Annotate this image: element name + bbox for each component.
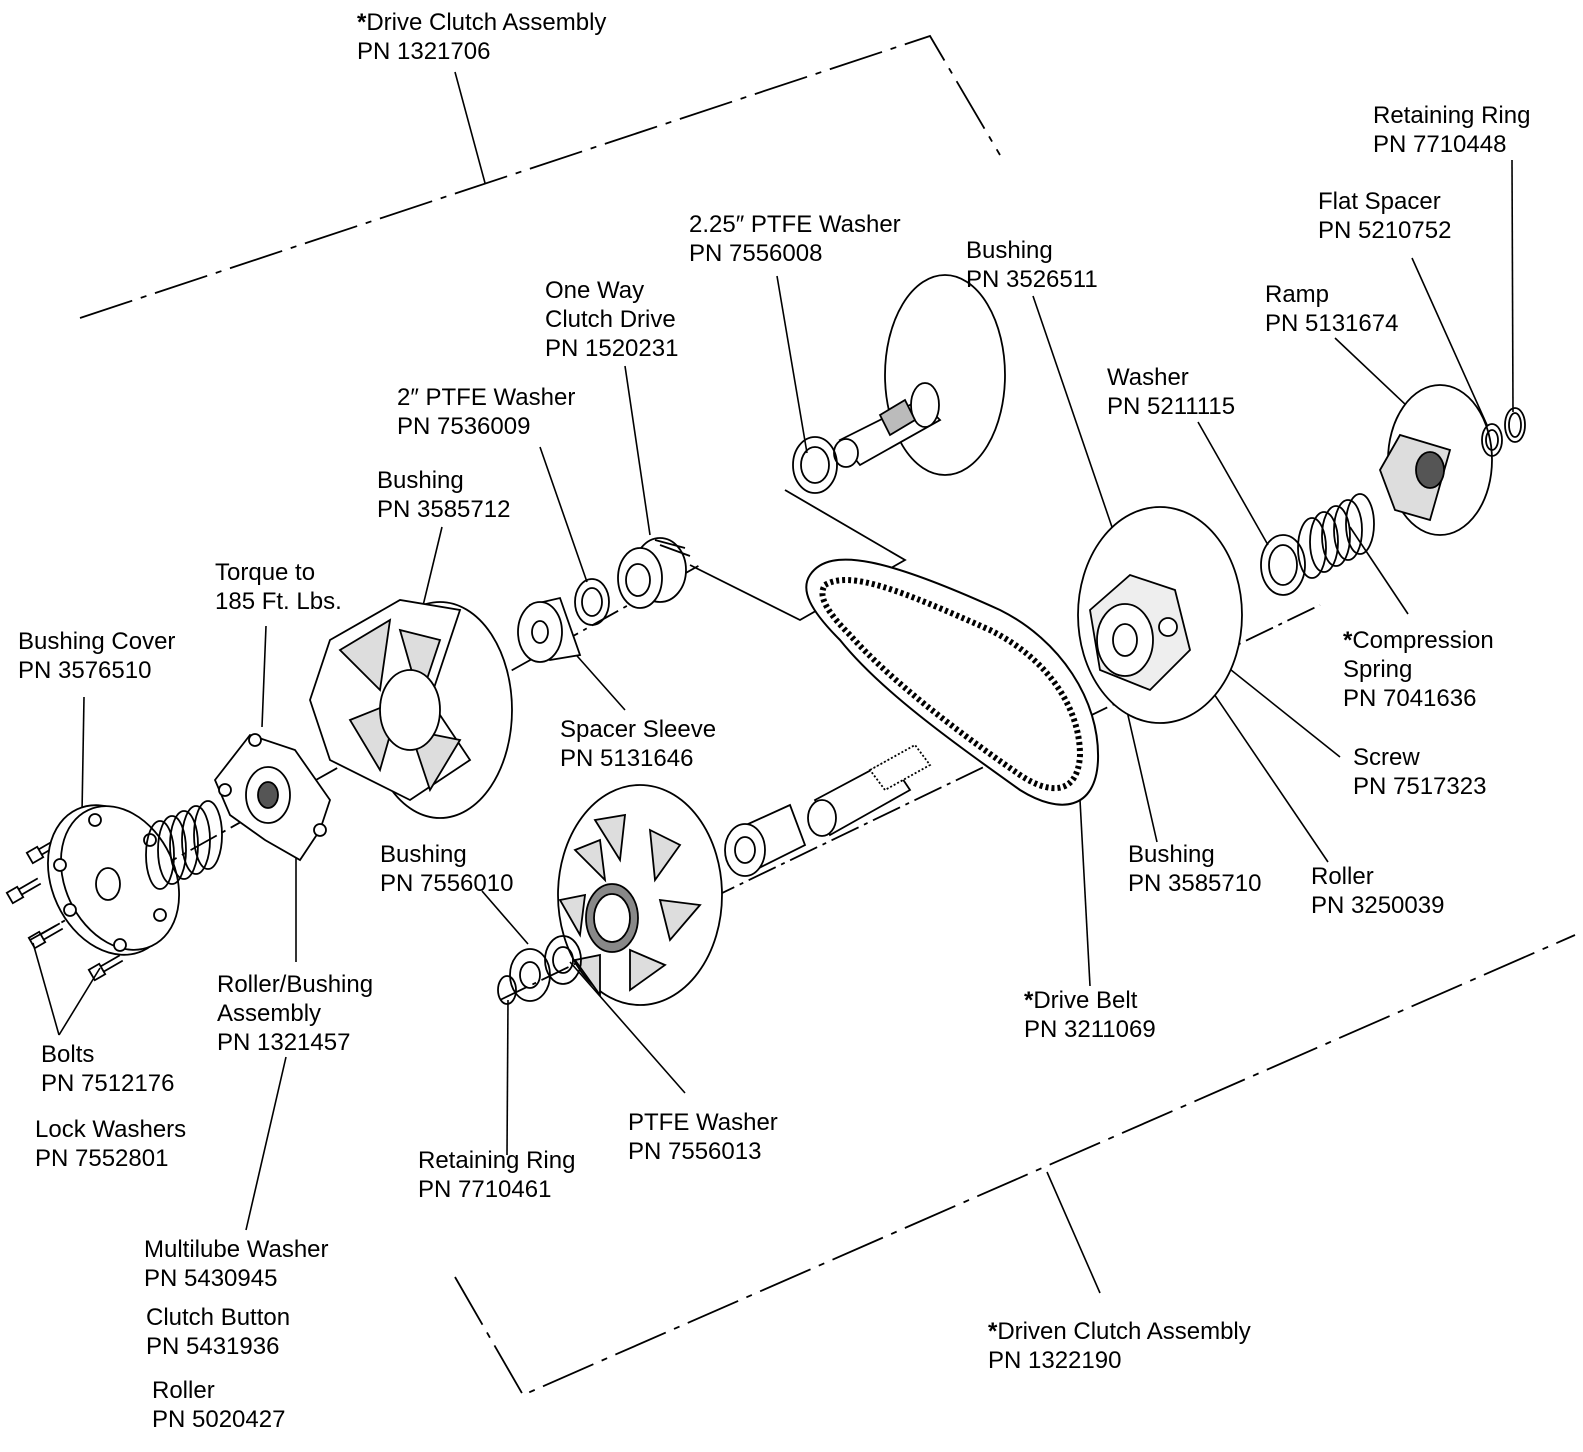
drive-fixed-sheave-part [557, 784, 723, 1006]
label-drive-clutch-assembly: *Drive Clutch Assembly PN 1321706 [357, 9, 607, 65]
driven-moveable-sheave-part [1077, 506, 1243, 724]
driven-assembly-boundary [454, 934, 1576, 1397]
drive-assembly-boundary [79, 34, 1001, 319]
spider-part [213, 733, 331, 862]
drive-shaft-part [724, 743, 932, 877]
leader-lines [32, 71, 1514, 1294]
bushing-7556010-part [509, 948, 551, 1002]
driven-fixed-sheave-part [833, 274, 1006, 476]
ptfe-washer-2-part [574, 578, 610, 626]
label-driven-clutch-assembly: *Driven Clutch Assembly PN 1322190 [988, 1318, 1251, 1374]
ramp-part [1379, 384, 1493, 536]
retaining-ring-bottom-part [497, 975, 517, 1005]
drive-sheave-part [309, 599, 513, 819]
bushing-cover-part [47, 804, 180, 956]
compression-spring-part [1297, 493, 1375, 579]
flat-spacer-part [1481, 423, 1503, 457]
drive-spring-part [145, 800, 223, 890]
one-way-clutch-part [617, 537, 691, 609]
spacer-sleeve-part [517, 596, 582, 663]
washer-5211115-part [1260, 534, 1306, 596]
drive-belt-part [805, 558, 1100, 806]
label-drive-belt: *Drive Belt PN 3211069 [1024, 987, 1156, 1043]
retaining-ring-top-part [1504, 407, 1526, 443]
ptfe-washer-7556013-part [544, 935, 582, 985]
ptfe-washer-225-part [792, 436, 838, 494]
